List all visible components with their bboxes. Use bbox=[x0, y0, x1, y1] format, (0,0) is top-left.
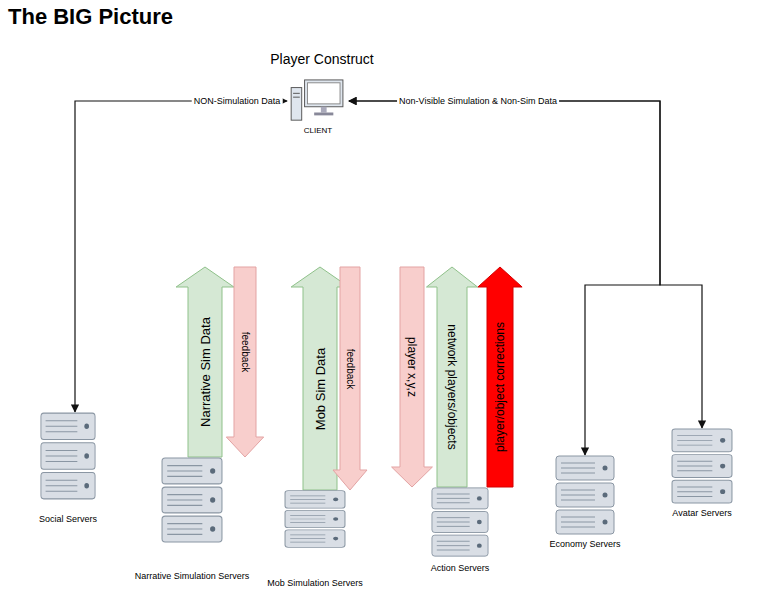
block-arrow bbox=[427, 267, 478, 487]
server-node: Economy Servers bbox=[548, 455, 622, 550]
block-arrow bbox=[226, 267, 263, 457]
client-computer: CLIENT bbox=[287, 78, 349, 136]
node-label: Action Servers bbox=[430, 563, 491, 574]
node-label: CLIENT bbox=[287, 126, 349, 136]
server-icon bbox=[555, 455, 615, 535]
server-icon bbox=[40, 412, 96, 500]
cloud-shape bbox=[81, 35, 732, 291]
node-label: Economy Servers bbox=[548, 539, 622, 550]
block-arrow bbox=[333, 267, 367, 490]
block-arrow bbox=[392, 267, 433, 487]
node-label: Mob Simulation Servers bbox=[266, 578, 364, 589]
arrow-label: feedback bbox=[240, 332, 251, 373]
server-node: Action Servers bbox=[430, 487, 491, 574]
line-label: Non-Visible Simulation & Non-Sim Data bbox=[397, 96, 559, 106]
server-node: Narrative Simulation Servers bbox=[134, 457, 251, 582]
arrow-label: network players/objects bbox=[445, 324, 459, 449]
cloud-region: Player ConstructCLIENT bbox=[85, 35, 740, 267]
server-node: Mob Simulation Servers bbox=[266, 490, 364, 589]
arrow-label: Narrative Sim Data bbox=[198, 317, 213, 427]
arrow-label: player/object corrections bbox=[493, 322, 507, 452]
arrow-label: Mob Sim Data bbox=[313, 347, 328, 429]
server-node: Avatar Servers bbox=[670, 428, 734, 519]
server-icon bbox=[431, 487, 489, 557]
arrow-label: player x,y,z bbox=[405, 337, 419, 397]
cloud-outline bbox=[85, 35, 740, 267]
block-arrow bbox=[176, 267, 234, 457]
node-label: Avatar Servers bbox=[670, 508, 734, 519]
arrow-label: feedback bbox=[345, 348, 356, 389]
block-arrow bbox=[478, 267, 522, 487]
computer-icon bbox=[288, 78, 348, 124]
node-label: Social Servers bbox=[38, 514, 99, 525]
server-icon bbox=[671, 428, 733, 504]
server-icon bbox=[161, 457, 223, 543]
server-node: Social Servers bbox=[38, 412, 99, 525]
server-icon bbox=[284, 490, 346, 548]
line-label: NON-Simulation Data bbox=[192, 96, 283, 106]
node-label: Narrative Simulation Servers bbox=[134, 571, 251, 582]
cloud-heading: Player Construct bbox=[270, 51, 373, 67]
diagram-title: The BIG Picture bbox=[8, 4, 173, 30]
